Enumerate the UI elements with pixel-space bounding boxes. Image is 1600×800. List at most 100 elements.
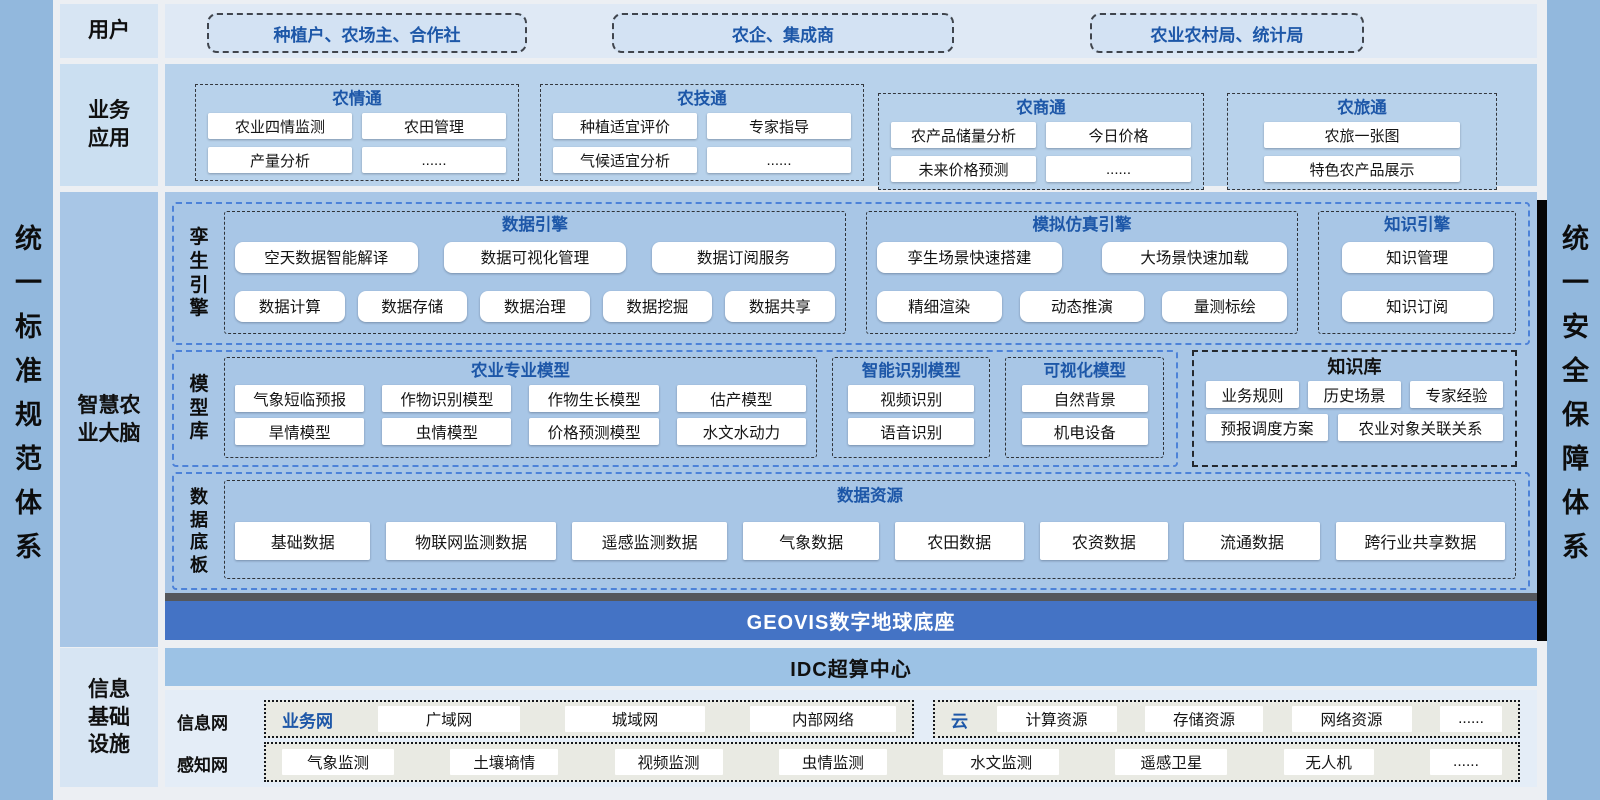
item-box: 产量分析 (208, 147, 352, 173)
item-box: 水文监测 (943, 749, 1060, 775)
biz-group-nongqingtong: 农情通 农业四情监测 农田管理 产量分析 ...... (195, 84, 519, 181)
item-box: 遥感监测数据 (571, 522, 728, 560)
item-box: 种植适宜评价 (553, 113, 697, 139)
item-box: 存储资源 (1145, 706, 1263, 732)
item-box: 作物生长模型 (529, 385, 659, 412)
group-title: 可视化模型 (1043, 362, 1126, 380)
user-group-government: 农业农村局、统计局 (1090, 13, 1364, 53)
item-box: 预报调度方案 (1206, 414, 1329, 441)
item-box: 未来价格预测 (891, 156, 1036, 182)
group-recognition-models: 智能识别模型 视频识别 语音识别 (831, 357, 991, 458)
item-box: 专家指导 (707, 113, 851, 139)
group-info-network: 业务网 广域网 城域网 内部网络 (264, 700, 914, 738)
item-box: 历史场景 (1308, 381, 1401, 408)
item-box: 物联网监测数据 (386, 522, 556, 560)
infra-row-label: 信息 基础 设施 (60, 648, 158, 787)
item-box: 农业四情监测 (208, 113, 352, 139)
item-box: 数据挖掘 (602, 290, 713, 322)
item-box: 自然背景 (1021, 385, 1148, 412)
group-data-engine: 数据引擎 空天数据智能解译 数据可视化管理 数据订阅服务 数据计算 数据存储 数… (224, 211, 846, 334)
item-box: ...... (707, 147, 851, 173)
item-box: 旱情模型 (235, 418, 365, 445)
panel-right-shadow (1537, 200, 1547, 641)
item-box: 农产品储量分析 (891, 122, 1036, 148)
item-box: 内部网络 (750, 706, 896, 732)
item-box: 气象短临预报 (235, 385, 365, 412)
item-box: 气候适宜分析 (553, 147, 697, 173)
group-cloud-resources: 云 计算资源 存储资源 网络资源 ...... (933, 700, 1520, 738)
item-box: 网络资源 (1291, 706, 1412, 732)
item-box: 知识管理 (1341, 241, 1493, 273)
info-net-label: 信息网 (177, 714, 228, 733)
business-row-label: 业务 应用 (60, 64, 158, 186)
biz-group-nongjitong: 农技通 种植适宜评价 专家指导 气候适宜分析 ...... (540, 84, 864, 181)
item-box: 流通数据 (1184, 522, 1320, 560)
left-standard-sidebar: 统一标准规范体系 (0, 0, 53, 800)
item-box: 作物识别模型 (382, 385, 512, 412)
user-group-growers: 种植户、农场主、合作社 (207, 13, 527, 53)
item-box: 数据存储 (357, 290, 468, 322)
geovis-base-bar: GEOVIS数字地球底座 (165, 601, 1537, 640)
item-box: 遥感卫星 (1115, 749, 1228, 775)
item-box: 无人机 (1283, 749, 1374, 775)
item-box: 虫情监测 (778, 749, 887, 775)
item-box: 数据计算 (235, 290, 345, 322)
group-title: 智能识别模型 (861, 362, 961, 380)
group-title: 农情通 (332, 90, 382, 108)
item-box: 机电设备 (1021, 418, 1148, 445)
item-box: 大场景快速加载 (1102, 241, 1288, 273)
group-data-resources: 数据资源 基础数据 物联网监测数据 遥感监测数据 气象数据 农田数据 农资数据 … (224, 480, 1516, 579)
item-box: 农旅一张图 (1264, 122, 1460, 148)
item-box: ...... (1440, 706, 1502, 732)
group-title: 知识引擎 (1384, 216, 1451, 234)
item-box: 跨行业共享数据 (1335, 522, 1505, 560)
container-label: 模 型 库 (189, 373, 209, 443)
item-box: 价格预测模型 (529, 418, 659, 445)
item-box: ...... (362, 147, 506, 173)
item-box: 空天数据智能解译 (235, 241, 418, 273)
group-title: 模拟仿真引擎 (1032, 216, 1132, 234)
biz-group-nongshangtong: 农商通 农产品储量分析 今日价格 未来价格预测 ...... (878, 93, 1204, 190)
idc-supercomputing-bar: IDC超算中心 (165, 648, 1537, 686)
container-label: 孪 生 引 擎 (189, 227, 209, 320)
item-box: 数据订阅服务 (652, 241, 835, 273)
item-box: 城域网 (565, 706, 705, 732)
brain-row-label: 智慧农 业大脑 (60, 192, 158, 647)
item-box: 量测标绘 (1162, 290, 1288, 322)
item-box: 今日价格 (1046, 122, 1191, 148)
sense-net-label: 感知网 (177, 756, 228, 775)
user-group-enterprises: 农企、集成商 (612, 13, 954, 53)
user-row-label: 用户 (60, 4, 158, 58)
right-sidebar-label: 统一安全保障体系 (1558, 224, 1588, 576)
group-title: 农技通 (677, 90, 727, 108)
right-security-sidebar: 统一安全保障体系 (1547, 0, 1600, 800)
item-box: 孪生场景快速搭建 (876, 241, 1062, 273)
item-box: 特色农产品展示 (1264, 156, 1460, 182)
item-box: 动态推演 (1019, 290, 1145, 322)
item-box: ...... (1429, 749, 1502, 775)
group-title: 农业专业模型 (470, 362, 570, 380)
container-data-base: 数 据 底 板 数据资源 基础数据 物联网监测数据 遥感监测数据 气象数据 农田… (172, 472, 1530, 590)
item-box: 农田数据 (894, 522, 1024, 560)
infra-row: 信息网 感知网 业务网 广域网 城域网 内部网络 云 计算资源 存储资源 网络资… (165, 690, 1537, 787)
group-sense-network: 气象监测 土壤墒情 视频监测 虫情监测 水文监测 遥感卫星 无人机 ...... (264, 742, 1520, 782)
item-box: 知识订阅 (1341, 290, 1493, 322)
group-title: 数据引擎 (501, 216, 568, 234)
item-box: 土壤墒情 (450, 749, 559, 775)
container-model-library: 模 型 库 农业专业模型 气象短临预报 作物识别模型 作物生长模型 估产模型 旱… (172, 350, 1178, 467)
item-box: 估产模型 (676, 385, 806, 412)
item-box: 业务规则 (1206, 381, 1299, 408)
item-box: 语音识别 (848, 418, 974, 445)
left-sidebar-label: 统一标准规范体系 (11, 224, 41, 576)
cloud-lead: 云 (951, 711, 968, 731)
item-box: 气象监测 (282, 749, 394, 775)
item-box: 水文水动力 (676, 418, 806, 445)
item-box: 数据共享 (725, 290, 835, 322)
item-box: 视频识别 (848, 385, 974, 412)
biz-group-nonglvtong: 农旅通 农旅一张图 特色农产品展示 (1227, 93, 1497, 190)
group-agri-models: 农业专业模型 气象短临预报 作物识别模型 作物生长模型 估产模型 旱情模型 虫情… (224, 357, 817, 458)
item-box: ...... (1046, 156, 1191, 182)
item-box: 精细渲染 (876, 290, 1002, 322)
item-box: 数据治理 (480, 290, 590, 322)
item-box: 虫情模型 (382, 418, 512, 445)
